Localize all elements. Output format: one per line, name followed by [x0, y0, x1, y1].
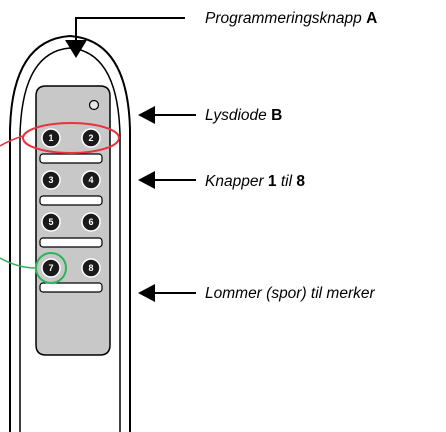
label-pocket — [39, 237, 103, 248]
remote-button-6[interactable]: 6 — [81, 212, 101, 232]
label-pockets: Lommer (spor) til merker — [205, 285, 375, 302]
remote-outer-shell — [9, 34, 131, 432]
arrow-buttons-head — [138, 171, 155, 189]
label-led: Lysdiode B — [205, 107, 282, 124]
svg-text:2: 2 — [88, 133, 93, 143]
label-pocket — [39, 195, 103, 206]
remote-button-3[interactable]: 3 — [41, 170, 61, 190]
remote-button-2[interactable]: 2 — [81, 128, 101, 148]
svg-text:4: 4 — [88, 175, 93, 185]
highlight-buttons-1-2 — [22, 122, 120, 154]
led-indicator — [88, 99, 100, 111]
arrow-a-line — [75, 17, 185, 44]
svg-text:7: 7 — [48, 263, 53, 273]
remote-button-7[interactable]: 7 — [41, 258, 61, 278]
remote-button-1[interactable]: 1 — [41, 128, 61, 148]
label-buttons: Knapper 1 til 8 — [205, 173, 305, 190]
svg-text:3: 3 — [48, 175, 53, 185]
svg-text:1: 1 — [48, 133, 53, 143]
arrow-b-head — [138, 106, 155, 124]
label-programming-button: Programmeringsknapp A — [205, 10, 377, 27]
arrow-pockets-head — [138, 284, 155, 302]
arrow-a-head — [65, 40, 87, 58]
svg-text:8: 8 — [88, 263, 93, 273]
red-leader-line — [0, 135, 24, 147]
svg-text:5: 5 — [48, 217, 53, 227]
remote-button-4[interactable]: 4 — [81, 170, 101, 190]
svg-text:6: 6 — [88, 217, 93, 227]
remote-button-5[interactable]: 5 — [41, 212, 61, 232]
label-pocket — [39, 282, 103, 293]
remote-button-8[interactable]: 8 — [81, 258, 101, 278]
label-pocket — [39, 153, 103, 164]
green-leader-line — [0, 257, 37, 269]
